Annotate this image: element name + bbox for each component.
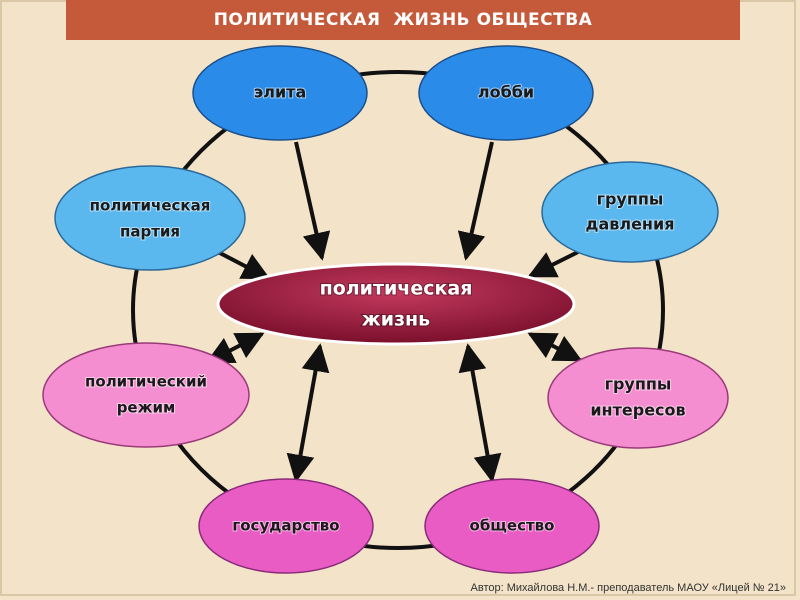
node-lobby: лобби [418, 45, 594, 141]
node-party: политическая партия [54, 165, 246, 271]
node-elite: элита [192, 45, 368, 141]
node-interest-groups: группы интересов [547, 347, 729, 449]
node-pressure-line-2: давления [586, 215, 675, 234]
node-state: государство [198, 478, 374, 574]
arrow-elite [294, 141, 331, 261]
node-interests-line-2: интересов [590, 401, 685, 420]
node-society-label: общество [470, 517, 555, 535]
node-regime-line-1: политический [85, 373, 207, 391]
arrow-party [217, 250, 271, 280]
node-pressure-groups: группы давления [541, 161, 719, 263]
arrow-society [458, 343, 502, 483]
arrows [205, 141, 583, 483]
node-interests-line-1: группы [605, 375, 672, 394]
node-lobby-label: лобби [478, 83, 534, 102]
node-society: общество [424, 478, 600, 574]
title-banner: ПОЛИТИЧЕСКАЯ ЖИЗНЬ ОБЩЕСТВА [66, 0, 740, 40]
node-party-line-1: политическая [90, 197, 211, 215]
node-elite-label: элита [254, 83, 306, 102]
arrow-interests [527, 332, 583, 362]
node-party-line-2: партия [120, 223, 180, 241]
center-node: политическая жизнь [216, 262, 576, 346]
node-state-label: государство [232, 517, 339, 535]
author-credit: Автор: Михайлова Н.М.- преподаватель МАО… [470, 582, 786, 594]
node-regime: политический режим [42, 342, 250, 448]
arrow-state [286, 343, 330, 483]
node-pressure-line-1: группы [597, 190, 664, 209]
arrow-lobby [457, 141, 494, 261]
outer-ring [131, 70, 665, 550]
arrow-pressure [527, 250, 579, 278]
node-regime-line-2: режим [117, 399, 176, 417]
center-line-1: политическая [320, 278, 473, 300]
center-line-2: жизнь [362, 309, 430, 331]
slide-title: ПОЛИТИЧЕСКАЯ ЖИЗНЬ ОБЩЕСТВА [213, 10, 593, 30]
